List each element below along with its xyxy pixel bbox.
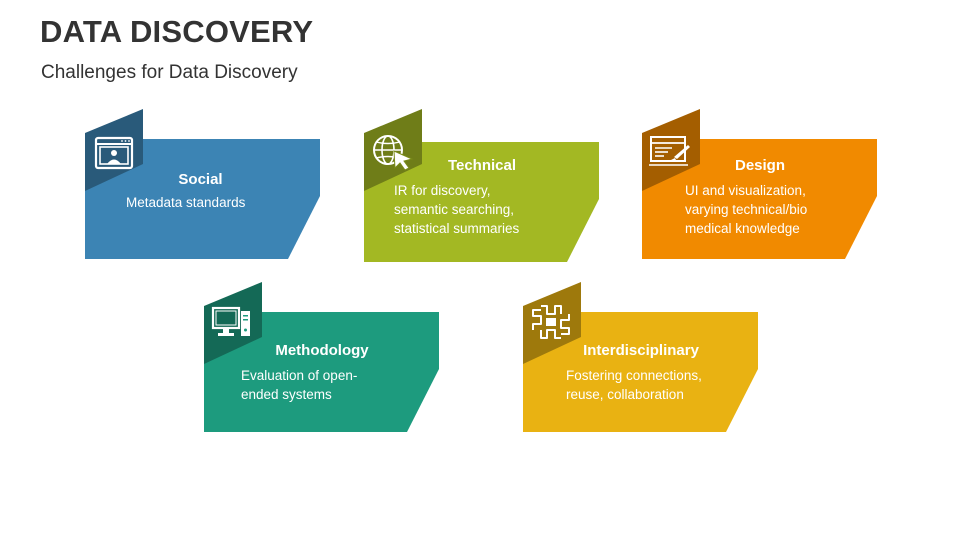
card-social-title: Social (178, 171, 223, 188)
card-social-line: Metadata standards (126, 195, 246, 210)
card-design-line: medical knowledge (685, 221, 800, 236)
card-design-line: UI and visualization, (685, 183, 806, 198)
card-methodology-text: Evaluation of open- ended systems (241, 366, 357, 404)
card-methodology-title: Methodology (275, 342, 369, 359)
card-technical-title: Technical (447, 157, 517, 174)
card-interdisciplinary: Interdisciplinary Fostering connections,… (521, 282, 761, 432)
card-design-text: UI and visualization, varying technical/… (685, 181, 807, 238)
card-design-line: varying technical/bio (685, 202, 808, 217)
card-social: Social Metadata standards (83, 109, 323, 259)
card-interdisciplinary-line: Fostering connections, (566, 368, 702, 383)
card-design-shape (642, 109, 877, 259)
webinar-icon (94, 136, 134, 170)
card-technical-line: IR for discovery, (394, 183, 491, 198)
card-interdisciplinary-shape (523, 282, 758, 432)
card-technical-line: statistical summaries (394, 221, 520, 236)
page-subtitle: Challenges for Data Discovery (41, 62, 298, 83)
desktop-computer-icon (211, 306, 250, 336)
card-methodology-shape (204, 282, 439, 432)
card-social-text: Metadata standards (126, 193, 245, 212)
globe-cursor-icon (373, 135, 414, 171)
card-interdisciplinary-text: Fostering connections, reuse, collaborat… (566, 366, 702, 404)
joined-hands-icon (532, 305, 570, 339)
page-title: DATA DISCOVERY (40, 14, 314, 49)
card-interdisciplinary-title: Interdisciplinary (583, 342, 699, 359)
card-design: Design UI and visualization, varying tec… (640, 109, 880, 259)
browser-brush-icon (649, 136, 690, 166)
card-interdisciplinary-line: reuse, collaboration (566, 387, 684, 402)
card-technical: Technical IR for discovery, semantic sea… (362, 109, 602, 262)
card-technical-line: semantic searching, (394, 202, 515, 217)
card-technical-text: IR for discovery, semantic searching, st… (394, 181, 519, 238)
card-methodology-line: ended systems (241, 387, 332, 402)
card-design-title: Design (734, 157, 785, 174)
card-methodology: Methodology Evaluation of open- ended sy… (202, 282, 442, 432)
card-methodology-line: Evaluation of open- (241, 368, 358, 383)
